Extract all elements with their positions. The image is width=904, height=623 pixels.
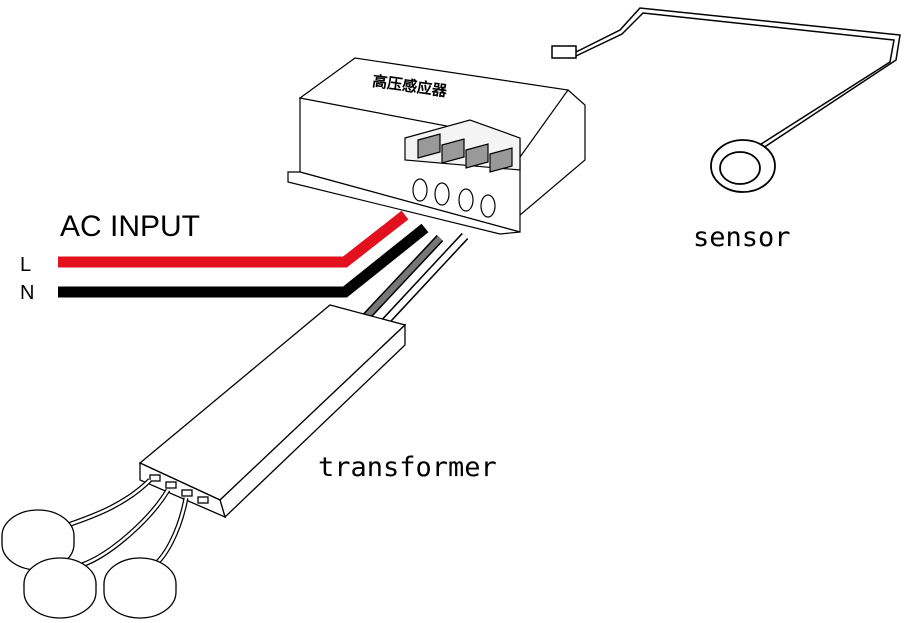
sensor-cable: [551, 7, 901, 151]
live-label: L: [20, 254, 32, 276]
ac-input-wires: [58, 210, 429, 298]
live-wire: [58, 210, 409, 268]
connector-plug: [551, 45, 577, 59]
transformer-label: transformer: [318, 452, 497, 483]
transformer-body: [138, 304, 407, 519]
terminal-screws: [412, 178, 496, 218]
sensor-head: [710, 139, 776, 193]
touch-pads: [1, 478, 189, 619]
neutral-wire: [58, 223, 429, 298]
neutral-label: N: [20, 282, 35, 304]
terminal-block: [417, 133, 513, 173]
transformer-leads: [361, 232, 469, 326]
ac-input-label: AC INPUT: [60, 210, 201, 243]
controller-box: [287, 57, 586, 235]
sensor-label: sensor: [693, 222, 791, 253]
